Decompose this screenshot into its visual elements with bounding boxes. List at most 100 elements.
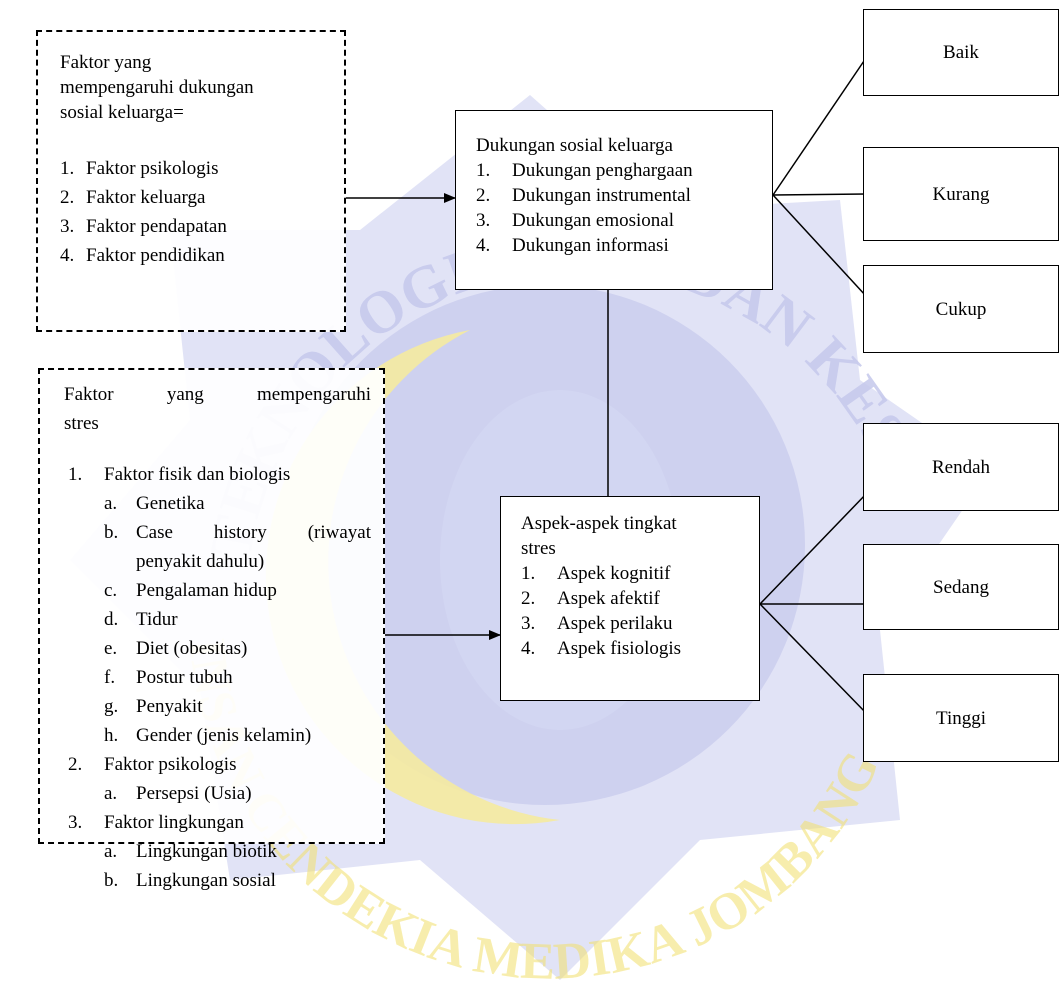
family-support-list: 1. Dukungan penghargaan 2. Dukungan inst… <box>476 158 762 258</box>
support-level-baik: Baik <box>863 9 1059 96</box>
stress-factor-sub: e. Diet (obesitas) <box>64 634 371 663</box>
item-number: 4. <box>476 235 491 256</box>
stress-factors-list: 1. Faktor fisik dan biologis a. Genetika… <box>64 460 371 895</box>
item-number: 4. <box>60 245 75 266</box>
stress-factor-sub: h. Gender (jenis kelamin) <box>64 721 371 750</box>
family-support-item: 1. Dukungan penghargaan <box>476 158 762 183</box>
group-number: 3. <box>68 812 83 833</box>
item-number: 1. <box>521 563 536 584</box>
support-level-cukup: Cukup <box>863 265 1059 353</box>
sub-text: Diet (obesitas) <box>136 638 248 659</box>
stress-factor-sub: b. Case history (riwayat penyakit dahulu… <box>64 518 371 576</box>
line-to-kurang <box>772 193 867 196</box>
stress-aspects-title: Aspek-aspek tingkat stres <box>521 511 749 561</box>
stress-aspects-title-line: Aspek-aspek tingkat <box>521 513 677 534</box>
sub-letter: h. <box>104 725 119 746</box>
item-text: Aspek afektif <box>557 588 660 609</box>
stress-level-tinggi: Tinggi <box>863 674 1059 762</box>
sub-text: Tidur <box>136 609 178 630</box>
item-number: 4. <box>521 638 536 659</box>
family-support-item: 2. Dukungan instrumental <box>476 183 762 208</box>
stress-level-label: Tinggi <box>936 707 986 729</box>
stress-aspect-item: 2. Aspek afektif <box>521 586 749 611</box>
item-text: Dukungan informasi <box>512 235 669 256</box>
item-text: Faktor keluarga <box>86 187 206 208</box>
support-factors-title: Faktor yang mempengaruhi dukungan sosial… <box>60 50 326 125</box>
item-number: 2. <box>476 185 491 206</box>
stress-factors-box: Faktor yang mempengaruhi stres 1. Faktor… <box>38 368 385 891</box>
item-number: 1. <box>476 160 491 181</box>
sub-text: penyakit dahulu) <box>136 551 265 572</box>
sub-text: Postur tubuh <box>136 667 233 688</box>
item-text: Dukungan penghargaan <box>512 160 693 181</box>
stress-factors-title-line2: stres <box>64 413 99 434</box>
line-to-rendah <box>759 491 869 605</box>
sub-letter: a. <box>104 493 118 514</box>
support-factors-box: Faktor yang mempengaruhi dukungan sosial… <box>36 30 346 332</box>
item-number: 3. <box>60 216 75 237</box>
sub-text: Persepsi (Usia) <box>136 783 252 804</box>
sub-letter: f. <box>104 667 116 688</box>
item-text: Faktor pendidikan <box>86 245 225 266</box>
group-number: 2. <box>68 754 83 775</box>
stress-aspects-title-line: stres <box>521 538 556 559</box>
stress-level-sedang: Sedang <box>863 544 1059 630</box>
sub-letter: b. <box>104 870 119 891</box>
stress-level-label: Rendah <box>931 456 991 478</box>
support-factor-item: 3. Faktor pendapatan <box>60 212 326 241</box>
stress-factor-sub: g. Penyakit <box>64 692 371 721</box>
item-text: Faktor psikologis <box>86 158 219 179</box>
stress-aspect-item: 4. Aspek fisiologis <box>521 636 749 661</box>
sub-letter: a. <box>104 841 118 862</box>
stress-factor-sub: c. Pengalaman hidup <box>64 576 371 605</box>
stress-aspect-item: 1. Aspek kognitif <box>521 561 749 586</box>
group-number: 1. <box>68 464 83 485</box>
support-factor-item: 2. Faktor keluarga <box>60 183 326 212</box>
item-text: Faktor pendapatan <box>86 216 227 237</box>
family-support-title: Dukungan sosial keluarga <box>476 135 673 156</box>
support-factor-item: 1. Faktor psikologis <box>60 154 326 183</box>
line-to-tinggi <box>759 603 869 716</box>
sub-letter: b. <box>104 522 119 543</box>
family-support-item: 4. Dukungan informasi <box>476 233 762 258</box>
stress-factor-sub: a. Lingkungan biotik <box>64 837 371 866</box>
stress-factors-title-line1: Faktor yang mempengaruhi <box>64 384 371 405</box>
item-text: Aspek perilaku <box>557 613 673 634</box>
support-factors-title-line: mempengaruhi dukungan <box>60 77 254 98</box>
line-to-baik <box>772 57 867 196</box>
sub-text-block: Case history (riwayat penyakit dahulu) <box>136 518 371 576</box>
support-level-label: Cukup <box>935 298 987 320</box>
support-level-label: Baik <box>943 42 979 63</box>
support-factors-title-line: sosial keluarga= <box>60 102 184 123</box>
sub-letter: a. <box>104 783 118 804</box>
stress-factor-sub: b. Lingkungan sosial <box>64 866 371 895</box>
sub-letter: g. <box>104 696 119 717</box>
item-text: Dukungan instrumental <box>512 185 691 206</box>
support-factor-item: 4. Faktor pendidikan <box>60 241 326 270</box>
stress-factor-group: 2. Faktor psikologis a. Persepsi (Usia) <box>64 750 371 808</box>
item-number: 2. <box>60 187 75 208</box>
stress-factor-sub: d. Tidur <box>64 605 371 634</box>
sub-text: Genetika <box>136 493 205 514</box>
sub-text: Case history (riwayat <box>136 522 371 543</box>
line-to-cukup <box>772 194 867 297</box>
item-text: Aspek fisiologis <box>557 638 682 659</box>
sub-letter: c. <box>104 580 118 601</box>
stress-factor-sub: a. Persepsi (Usia) <box>64 779 371 808</box>
stress-aspects-list: 1. Aspek kognitif 2. Aspek afektif 3. As… <box>521 561 749 661</box>
item-number: 3. <box>521 613 536 634</box>
item-text: Dukungan emosional <box>512 210 675 231</box>
sub-text: Lingkungan sosial <box>136 870 276 891</box>
item-number: 1. <box>60 158 75 179</box>
stress-factor-sub: a. Genetika <box>64 489 371 518</box>
stress-factor-group: 1. Faktor fisik dan biologis a. Genetika… <box>64 460 371 750</box>
group-text: Faktor fisik dan biologis <box>104 464 291 485</box>
group-text: Faktor psikologis <box>104 754 237 775</box>
sub-letter: e. <box>104 638 118 659</box>
stress-factor-sub: f. Postur tubuh <box>64 663 371 692</box>
item-number: 2. <box>521 588 536 609</box>
sub-text: Penyakit <box>136 696 203 717</box>
sub-text: Lingkungan biotik <box>136 841 277 862</box>
support-factors-list: 1. Faktor psikologis 2. Faktor keluarga … <box>60 154 326 270</box>
stress-factor-group: 3. Faktor lingkungan a. Lingkungan bioti… <box>64 808 371 895</box>
